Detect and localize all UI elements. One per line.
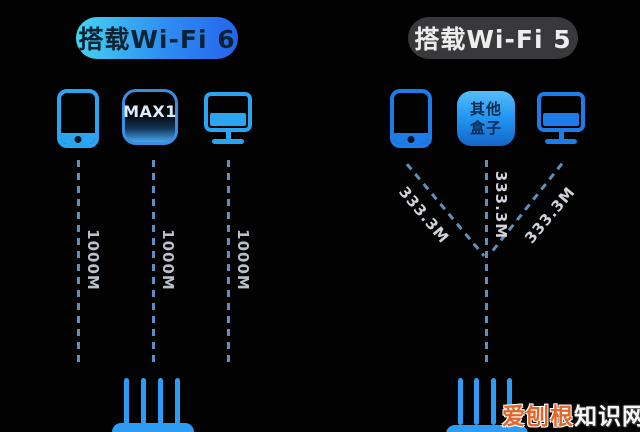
monitor-icon xyxy=(200,92,256,144)
wifi6-title: 搭载Wi-Fi 6 xyxy=(78,25,236,54)
tv-box-label-bottom: 盒子 xyxy=(469,118,502,137)
router-antenna xyxy=(474,378,479,425)
home-button-dot xyxy=(407,136,415,143)
router-antenna xyxy=(141,378,146,425)
tablet-icon xyxy=(57,89,99,148)
speed-label: 1000M xyxy=(234,229,252,291)
monitor-screen-fill xyxy=(543,113,579,126)
site-watermark: 爱刨根知识网 xyxy=(502,397,640,431)
home-button-dot xyxy=(74,136,82,143)
watermark-highlight: 爱刨根 xyxy=(502,404,574,430)
router-icon xyxy=(110,378,196,432)
wifi5-title: 搭载Wi-Fi 5 xyxy=(414,25,572,54)
router-antenna xyxy=(124,378,129,425)
tv-box-label-top: 其他 xyxy=(469,99,502,118)
router-antenna xyxy=(158,378,163,425)
router-antenna xyxy=(458,378,463,425)
tablet-screen-band xyxy=(394,133,428,144)
tablet-icon xyxy=(390,89,432,148)
wifi6-title-pill: 搭载Wi-Fi 6 xyxy=(76,17,238,59)
monitor-screen-fill xyxy=(210,113,246,126)
monitor-screen xyxy=(204,92,252,132)
wifi5-title-pill: 搭载Wi-Fi 5 xyxy=(408,17,578,59)
dashed-link-line xyxy=(227,160,230,362)
speed-label: 333.3M xyxy=(521,183,579,247)
router-body xyxy=(112,423,194,432)
monitor-icon xyxy=(533,92,589,144)
tv-box-label: MAX1 xyxy=(123,101,177,121)
dashed-link-line xyxy=(152,160,155,362)
monitor-stand-base xyxy=(545,139,577,144)
dashed-link-line xyxy=(77,160,80,362)
speed-label: 333.3M xyxy=(492,170,510,240)
monitor-stand-pole xyxy=(558,132,564,139)
tv-box-other-icon: 其他 盒子 xyxy=(457,91,515,146)
speed-label: 1000M xyxy=(159,229,177,291)
router-icon xyxy=(445,378,531,432)
router-antenna xyxy=(175,378,180,425)
watermark-rest: 知识网 xyxy=(574,404,640,430)
tablet-screen-band xyxy=(61,133,95,144)
monitor-stand-base xyxy=(212,139,244,144)
speed-label: 1000M xyxy=(84,229,102,291)
monitor-stand-pole xyxy=(225,132,231,139)
monitor-screen xyxy=(537,92,585,132)
router-antenna xyxy=(491,378,496,425)
speed-label: 333.3M xyxy=(395,183,453,247)
router-body xyxy=(446,425,528,432)
router-antenna xyxy=(507,378,512,425)
tv-box-max1-icon: MAX1 xyxy=(122,89,178,145)
dashed-link-line xyxy=(485,160,488,368)
